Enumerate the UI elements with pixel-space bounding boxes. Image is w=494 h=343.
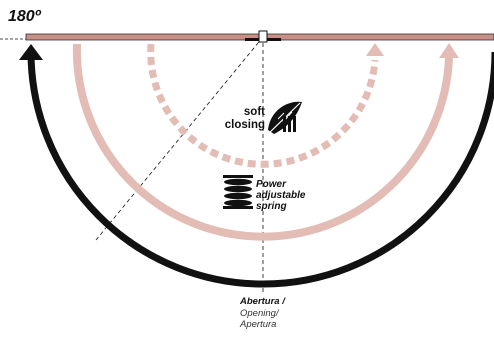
soft-closing-arc [147, 43, 379, 168]
middle-arc-arrowhead [439, 43, 459, 58]
outer-opening-arc [27, 51, 494, 288]
caption-line2: Opening/ [240, 307, 279, 319]
caption-line3: Apertura [240, 319, 277, 330]
opening-angle-label: 180º [8, 8, 41, 25]
spring-line3: spring [256, 201, 287, 212]
spring-line2: adjustable [256, 190, 306, 201]
hinge-block [258, 30, 268, 43]
outer-arc-arrowhead [19, 44, 43, 60]
soft-closing-label: soft closing [211, 106, 265, 132]
soft-arc-arrowhead [366, 43, 384, 56]
spring-line1: Power [256, 179, 287, 190]
door-panel-left [25, 33, 262, 41]
diagonal-dashed-line [95, 36, 264, 241]
door-panel-right [264, 33, 494, 41]
feather-icon [265, 101, 302, 137]
opening-caption: Abertura / Opening/ Apertura [240, 296, 285, 331]
soft-closing-line2: closing [224, 119, 265, 131]
caption-line1: Abertura / [240, 296, 285, 307]
middle-arc [72, 43, 453, 241]
spring-label: Power adjustable spring [256, 179, 305, 212]
soft-closing-line1: soft [243, 106, 265, 118]
spring-coil-icon [223, 175, 253, 209]
